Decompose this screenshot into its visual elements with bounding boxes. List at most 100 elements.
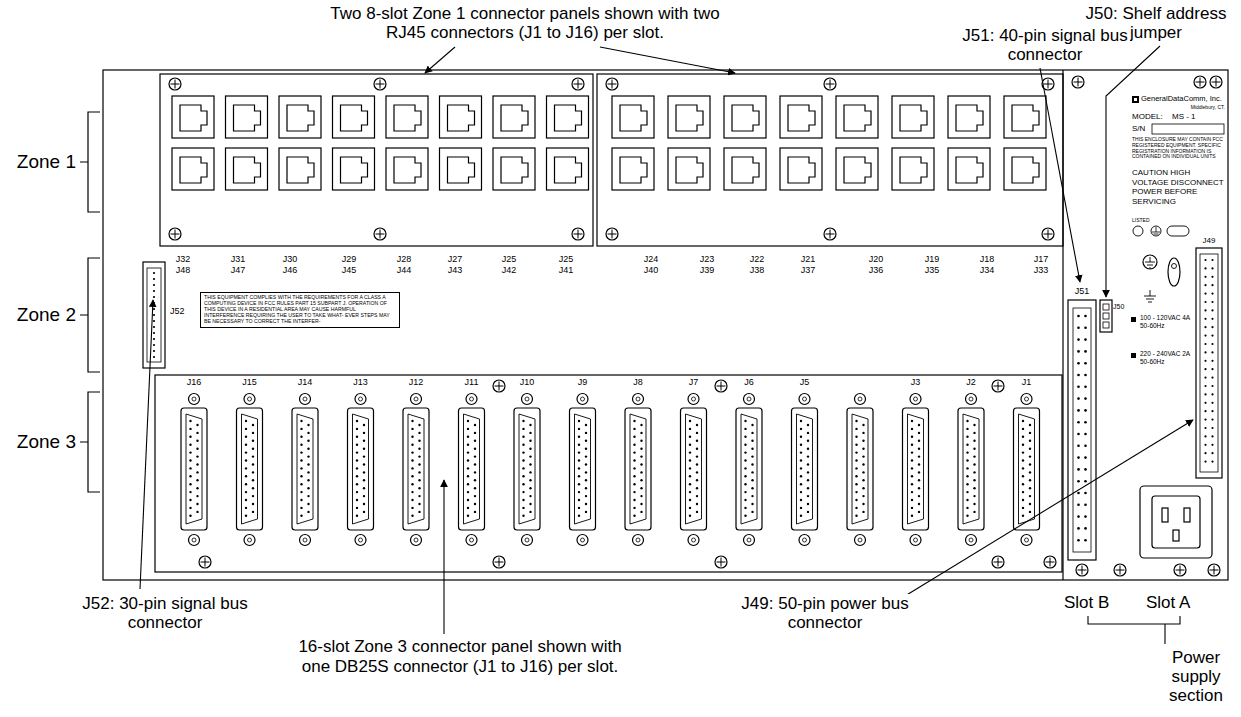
connector-pin xyxy=(1077,350,1080,353)
rj45-opening xyxy=(448,157,475,183)
screw-cross xyxy=(376,80,385,89)
connector-pin xyxy=(800,428,802,430)
panel-screw xyxy=(572,228,584,240)
connector-pin xyxy=(1077,397,1080,400)
connector-pin xyxy=(189,428,191,430)
rj45-opening xyxy=(234,157,261,183)
rj45-opening xyxy=(620,105,647,131)
db25-screw xyxy=(355,394,366,405)
connector-number: J10 xyxy=(512,377,542,388)
connector-pin xyxy=(1084,397,1087,400)
connector-pin xyxy=(300,475,302,477)
db25-screw-hole xyxy=(747,538,751,542)
connector-pin xyxy=(1204,452,1206,454)
connector-pin xyxy=(640,463,642,465)
connector-number: J34 xyxy=(972,265,1002,276)
rj45-jack xyxy=(1004,96,1046,138)
connector-pin xyxy=(411,515,413,517)
connector-pin xyxy=(467,475,469,477)
connector-pin xyxy=(1204,284,1206,286)
db25-screw xyxy=(300,535,311,546)
screw-cross xyxy=(1176,566,1185,575)
zone-bracket xyxy=(80,258,100,372)
maker-name: GeneralDataComm, Inc. xyxy=(1141,94,1222,103)
connector-pin xyxy=(966,499,968,501)
connector-pin xyxy=(363,511,365,513)
connector-pin xyxy=(633,428,635,430)
connector-pin xyxy=(1211,276,1213,278)
connector-pin xyxy=(252,495,254,497)
db25-shell xyxy=(575,414,591,524)
rj45-opening xyxy=(620,157,647,183)
connector-pin xyxy=(153,278,155,280)
panel-screw xyxy=(572,78,584,90)
connector-pin xyxy=(911,420,913,422)
connector-pin xyxy=(1204,419,1206,421)
connector-pin xyxy=(418,432,420,434)
screw-cross xyxy=(495,558,504,567)
screw-cross xyxy=(201,558,210,567)
connector-pin xyxy=(578,467,580,469)
connector-pin xyxy=(862,424,864,426)
connector-pin xyxy=(245,420,247,422)
connector-pin xyxy=(855,444,857,446)
connector-pin xyxy=(911,444,913,446)
connector-pin xyxy=(252,511,254,513)
rj45-jack xyxy=(440,148,482,190)
connector-pin xyxy=(633,475,635,477)
connector-pin xyxy=(1211,351,1213,353)
rj45-jack xyxy=(279,148,321,190)
db25-shell xyxy=(852,414,868,524)
screw-cross xyxy=(495,382,504,391)
connector-number: J48 xyxy=(168,265,198,276)
connector-pin xyxy=(689,499,691,501)
connector-pin xyxy=(744,483,746,485)
connector-number: J40 xyxy=(636,265,666,276)
connector-pin xyxy=(252,448,254,450)
connector-pin xyxy=(1084,374,1087,377)
connector-pin xyxy=(363,424,365,426)
connector-pin xyxy=(363,487,365,489)
connector-pin xyxy=(640,495,642,497)
ground-symbol xyxy=(1152,227,1160,234)
connector-pin xyxy=(1084,515,1087,518)
db25-shell xyxy=(408,414,424,524)
db25-screw-hole xyxy=(525,538,529,542)
connector-pin xyxy=(911,499,913,501)
connector-pin xyxy=(196,511,198,513)
connector-pin xyxy=(307,440,309,442)
connector-pin xyxy=(418,487,420,489)
connector-pin xyxy=(855,491,857,493)
connector-pin xyxy=(153,338,155,340)
connector-pin xyxy=(300,428,302,430)
connector-pin xyxy=(529,448,531,450)
connector-pin xyxy=(307,479,309,481)
connector-pin xyxy=(800,499,802,501)
db25-screw-hole xyxy=(359,397,363,401)
connector-number: J6 xyxy=(734,377,764,388)
connector-pin xyxy=(252,440,254,442)
connector-pin xyxy=(633,420,635,422)
screw-cross xyxy=(1116,566,1125,575)
voltage-selector-mark xyxy=(1131,353,1136,358)
connector-pin xyxy=(973,432,975,434)
connector-pin xyxy=(578,483,580,485)
connector-number: J44 xyxy=(389,265,419,276)
connector-pin xyxy=(1029,448,1031,450)
connector-pin xyxy=(307,424,309,426)
ground-symbol xyxy=(1145,257,1155,268)
connector-pin xyxy=(1204,267,1206,269)
connector-pin xyxy=(418,471,420,473)
screw-cross xyxy=(717,558,726,567)
connector-pin xyxy=(578,436,580,438)
jumper-pin xyxy=(1103,313,1109,319)
connector-number: J14 xyxy=(290,377,320,388)
maker-address: Middlebury, CT. xyxy=(1141,104,1225,110)
connector-pin xyxy=(467,515,469,517)
connector-pin xyxy=(966,451,968,453)
db25-screw xyxy=(577,394,588,405)
rj45-opening xyxy=(844,157,871,183)
connector-pin xyxy=(800,475,802,477)
connector-pin xyxy=(973,479,975,481)
connector-pin xyxy=(153,284,155,286)
